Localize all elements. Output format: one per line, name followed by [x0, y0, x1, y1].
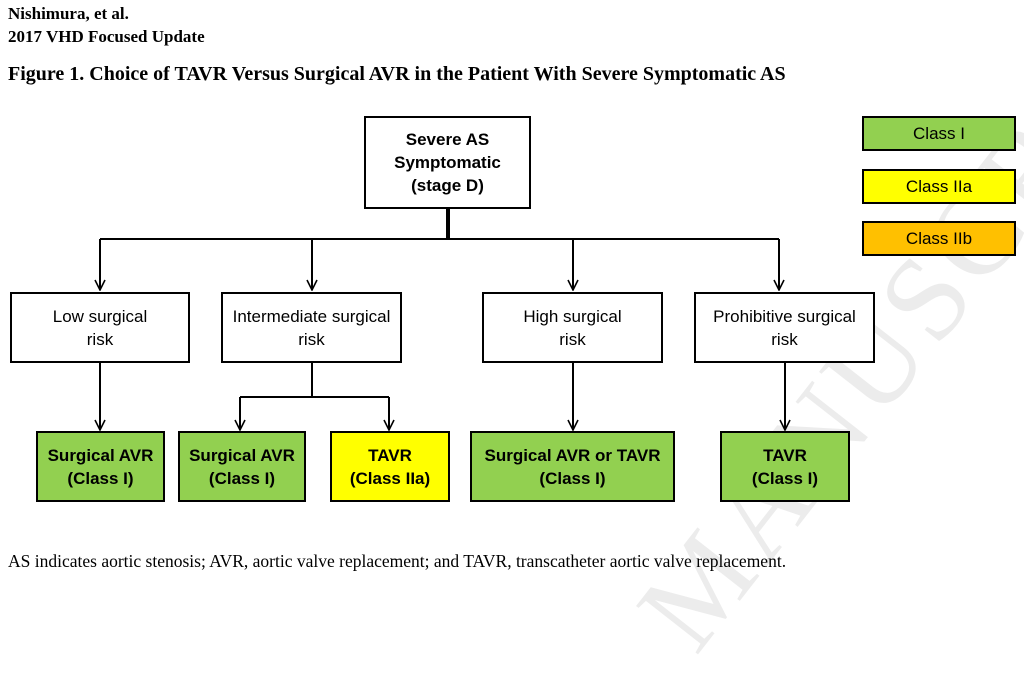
figure-caption: AS indicates aortic stenosis; AVR, aorti…: [8, 551, 787, 571]
figure-title: Figure 1. Choice of TAVR Versus Surgical…: [8, 63, 786, 85]
root-node-severe-as: Severe AS Symptomatic (stage D): [364, 116, 531, 209]
outcome-high-surgical-avr-or-tavr: Surgical AVR or TAVR (Class I): [470, 431, 675, 502]
outcome-low-surgical-avr-label: Surgical AVR (Class I): [47, 445, 154, 488]
risk-node-intermediate: Intermediate surgical risk: [221, 292, 402, 363]
legend-class-iia: Class IIa: [862, 169, 1016, 204]
update-line: 2017 VHD Focused Update: [8, 27, 205, 46]
outcome-intermediate-surgical-avr: Surgical AVR (Class I): [178, 431, 306, 502]
legend-class-iib-label: Class IIb: [905, 229, 973, 248]
outcome-low-surgical-avr: Surgical AVR (Class I): [36, 431, 165, 502]
legend-class-iia-label: Class IIa: [905, 177, 973, 196]
risk-node-low: Low surgical risk: [10, 292, 190, 363]
outcome-intermediate-tavr-label: TAVR (Class IIa): [349, 445, 431, 488]
outcome-prohibitive-label: TAVR (Class I): [751, 445, 819, 488]
legend-class-iib: Class IIb: [862, 221, 1016, 256]
risk-node-intermediate-label: Intermediate surgical risk: [232, 306, 391, 349]
risk-node-high: High surgical risk: [482, 292, 663, 363]
risk-node-high-label: High surgical risk: [523, 306, 622, 349]
connector-lines: [0, 208, 1024, 578]
outcome-high-label: Surgical AVR or TAVR (Class I): [484, 445, 661, 488]
outcome-intermediate-surgical-avr-label: Surgical AVR (Class I): [189, 445, 295, 488]
root-node-label: Severe AS Symptomatic (stage D): [394, 130, 501, 195]
legend-class-i-label: Class I: [913, 124, 965, 143]
author-line: Nishimura, et al.: [8, 4, 129, 23]
outcome-prohibitive-tavr: TAVR (Class I): [720, 431, 850, 502]
risk-node-low-label: Low surgical risk: [52, 306, 148, 349]
risk-node-prohibitive-label: Prohibitive surgical risk: [713, 306, 856, 349]
legend-class-i: Class I: [862, 116, 1016, 151]
outcome-intermediate-tavr: TAVR (Class IIa): [330, 431, 450, 502]
risk-node-prohibitive: Prohibitive surgical risk: [694, 292, 875, 363]
